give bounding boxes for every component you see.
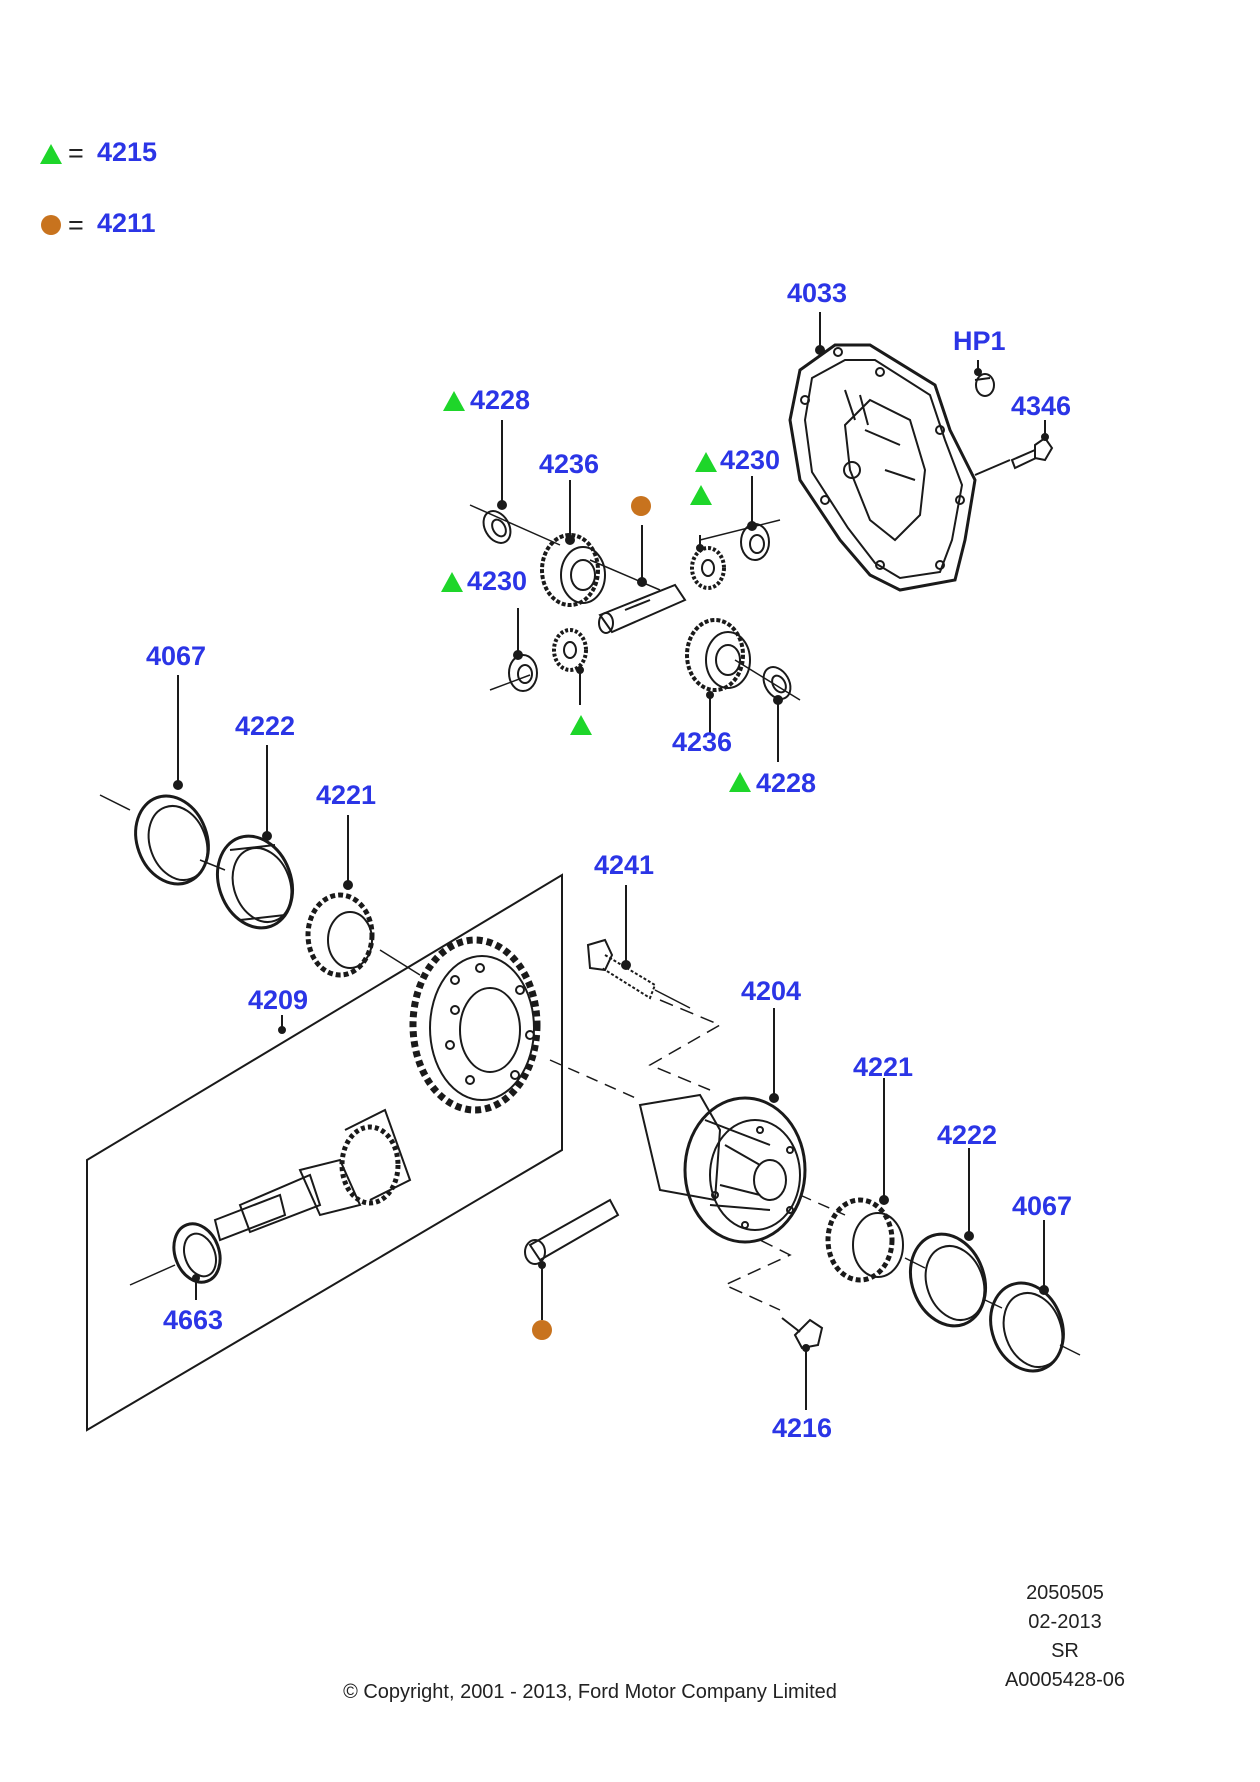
bearing-cone-4222-left xyxy=(216,834,294,930)
callout-4228-top: 4228 xyxy=(470,385,531,415)
right-axis-line xyxy=(904,1257,1081,1356)
callout-4221-left: 4221 xyxy=(316,780,377,810)
callout-4221-right: 4221 xyxy=(853,1052,914,1082)
callout-4663: 4663 xyxy=(163,1305,224,1335)
callout-4033: 4033 xyxy=(787,278,848,308)
bearing-cup-4067-right xyxy=(989,1281,1065,1373)
callout-4067-right: 4067 xyxy=(1012,1191,1073,1221)
callout-4236-bottom: 4236 xyxy=(672,727,733,757)
thrust-washer-4228-bottom xyxy=(762,666,792,700)
triangle-marker-icon xyxy=(690,485,712,505)
pinion-gear-left xyxy=(552,628,588,672)
bearing-cup-4067-left xyxy=(134,794,210,886)
bearing-4221-left xyxy=(305,892,375,978)
differential-case-4204 xyxy=(638,1093,807,1244)
pinion-shaft xyxy=(598,583,687,634)
callout-4204: 4204 xyxy=(741,976,802,1006)
callout-4209: 4209 xyxy=(248,985,309,1015)
drawing-code: SR xyxy=(1051,1640,1079,1662)
callout-4216: 4216 xyxy=(772,1413,833,1443)
callout-4230-left: 4230 xyxy=(467,566,528,596)
ring-pinion-set-4209 xyxy=(86,873,563,1432)
left-axis-line xyxy=(99,794,421,976)
circle-marker-icon xyxy=(631,496,651,516)
legend-circle-icon xyxy=(41,215,61,235)
circle-marker-icon xyxy=(532,1320,552,1340)
plug-hp1 xyxy=(974,373,995,397)
triangle-marker-icon xyxy=(570,715,592,735)
callout-hp1: HP1 xyxy=(953,326,1006,356)
callout-4346: 4346 xyxy=(1011,391,1072,421)
legend-equals: = xyxy=(68,138,84,168)
side-gear-4236-bottom xyxy=(685,618,751,692)
copyright-notice: © Copyright, 2001 - 2013, Ford Motor Com… xyxy=(343,1681,837,1703)
upper-axis-lines xyxy=(469,504,801,701)
rear-cover-4033 xyxy=(788,343,977,592)
callout-4236-top: 4236 xyxy=(539,449,600,479)
thrust-washer-4228-top xyxy=(482,510,512,544)
drawing-reference: A0005428-06 xyxy=(1004,1669,1126,1691)
callout-4222-right: 4222 xyxy=(937,1120,998,1150)
triangle-marker-icon xyxy=(695,452,717,472)
callout-4228-bottom: 4228 xyxy=(756,768,817,798)
bearing-cone-4222-right xyxy=(909,1232,987,1328)
legend-triangle-icon xyxy=(40,144,62,164)
triangle-marker-icon xyxy=(441,572,463,592)
bolt-4241 xyxy=(586,938,691,1009)
bolt-4216 xyxy=(781,1317,824,1350)
bolt-4346 xyxy=(974,436,1054,476)
drawing-number: 2050505 xyxy=(1026,1582,1104,1604)
leader-lines xyxy=(173,312,1049,1410)
legend-value-4215: 4215 xyxy=(97,137,158,167)
legend-equals: = xyxy=(68,210,84,240)
thrust-washer-4230-left xyxy=(508,654,538,692)
triangle-marker-icon xyxy=(729,772,751,792)
callout-4067-left: 4067 xyxy=(146,641,207,671)
bolt-leader-dashes xyxy=(648,999,792,1311)
triangle-marker-icon xyxy=(443,391,465,411)
callout-4222-left: 4222 xyxy=(235,711,296,741)
callout-4230-top: 4230 xyxy=(720,445,781,475)
drawing-date: 02-2013 xyxy=(1028,1611,1102,1633)
side-gear-4236-top xyxy=(540,533,606,607)
legend-value-4211: 4211 xyxy=(97,208,156,238)
pinion-gear-right xyxy=(690,546,726,590)
diff-axis-line xyxy=(549,1059,846,1216)
bearing-4221-right xyxy=(825,1197,904,1283)
differential-pin xyxy=(524,1198,620,1265)
callout-4241: 4241 xyxy=(594,850,655,880)
